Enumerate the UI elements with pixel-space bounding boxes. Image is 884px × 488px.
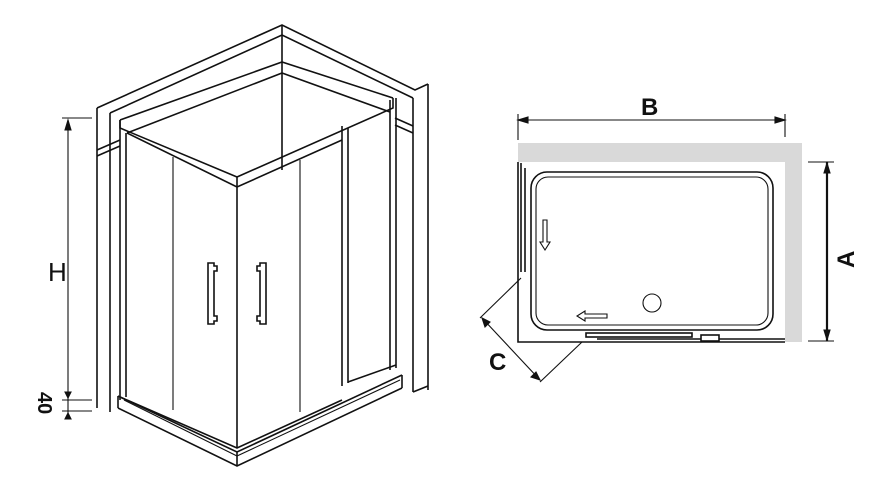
arrow-down-icon [539,219,551,252]
base-height-label: 40 [33,392,55,414]
plan-view: B A C [479,94,860,383]
depth-dimension [808,161,834,342]
arrow-left-icon [575,310,608,322]
walls [96,24,429,412]
drain-icon [642,293,662,313]
shower-tray-base [117,374,403,467]
depth-label: A [833,251,860,268]
door-handle-left[interactable] [207,262,218,325]
isometric-view: H 40 [33,24,429,467]
width-label: B [641,94,658,121]
height-label: H [48,257,67,287]
shower-tray-inner [535,176,769,326]
entry-dimension [479,277,583,383]
door-handle-right[interactable] [256,262,267,325]
entry-label: C [489,349,506,376]
width-dimension [516,114,787,140]
floor-outline [517,162,785,343]
walls-plan [518,143,802,342]
height-dimension [62,117,92,420]
fixed-panel-left [520,163,526,272]
enclosure-frame [119,61,397,449]
sliding-door-front [585,332,785,342]
shower-tray [530,171,774,331]
